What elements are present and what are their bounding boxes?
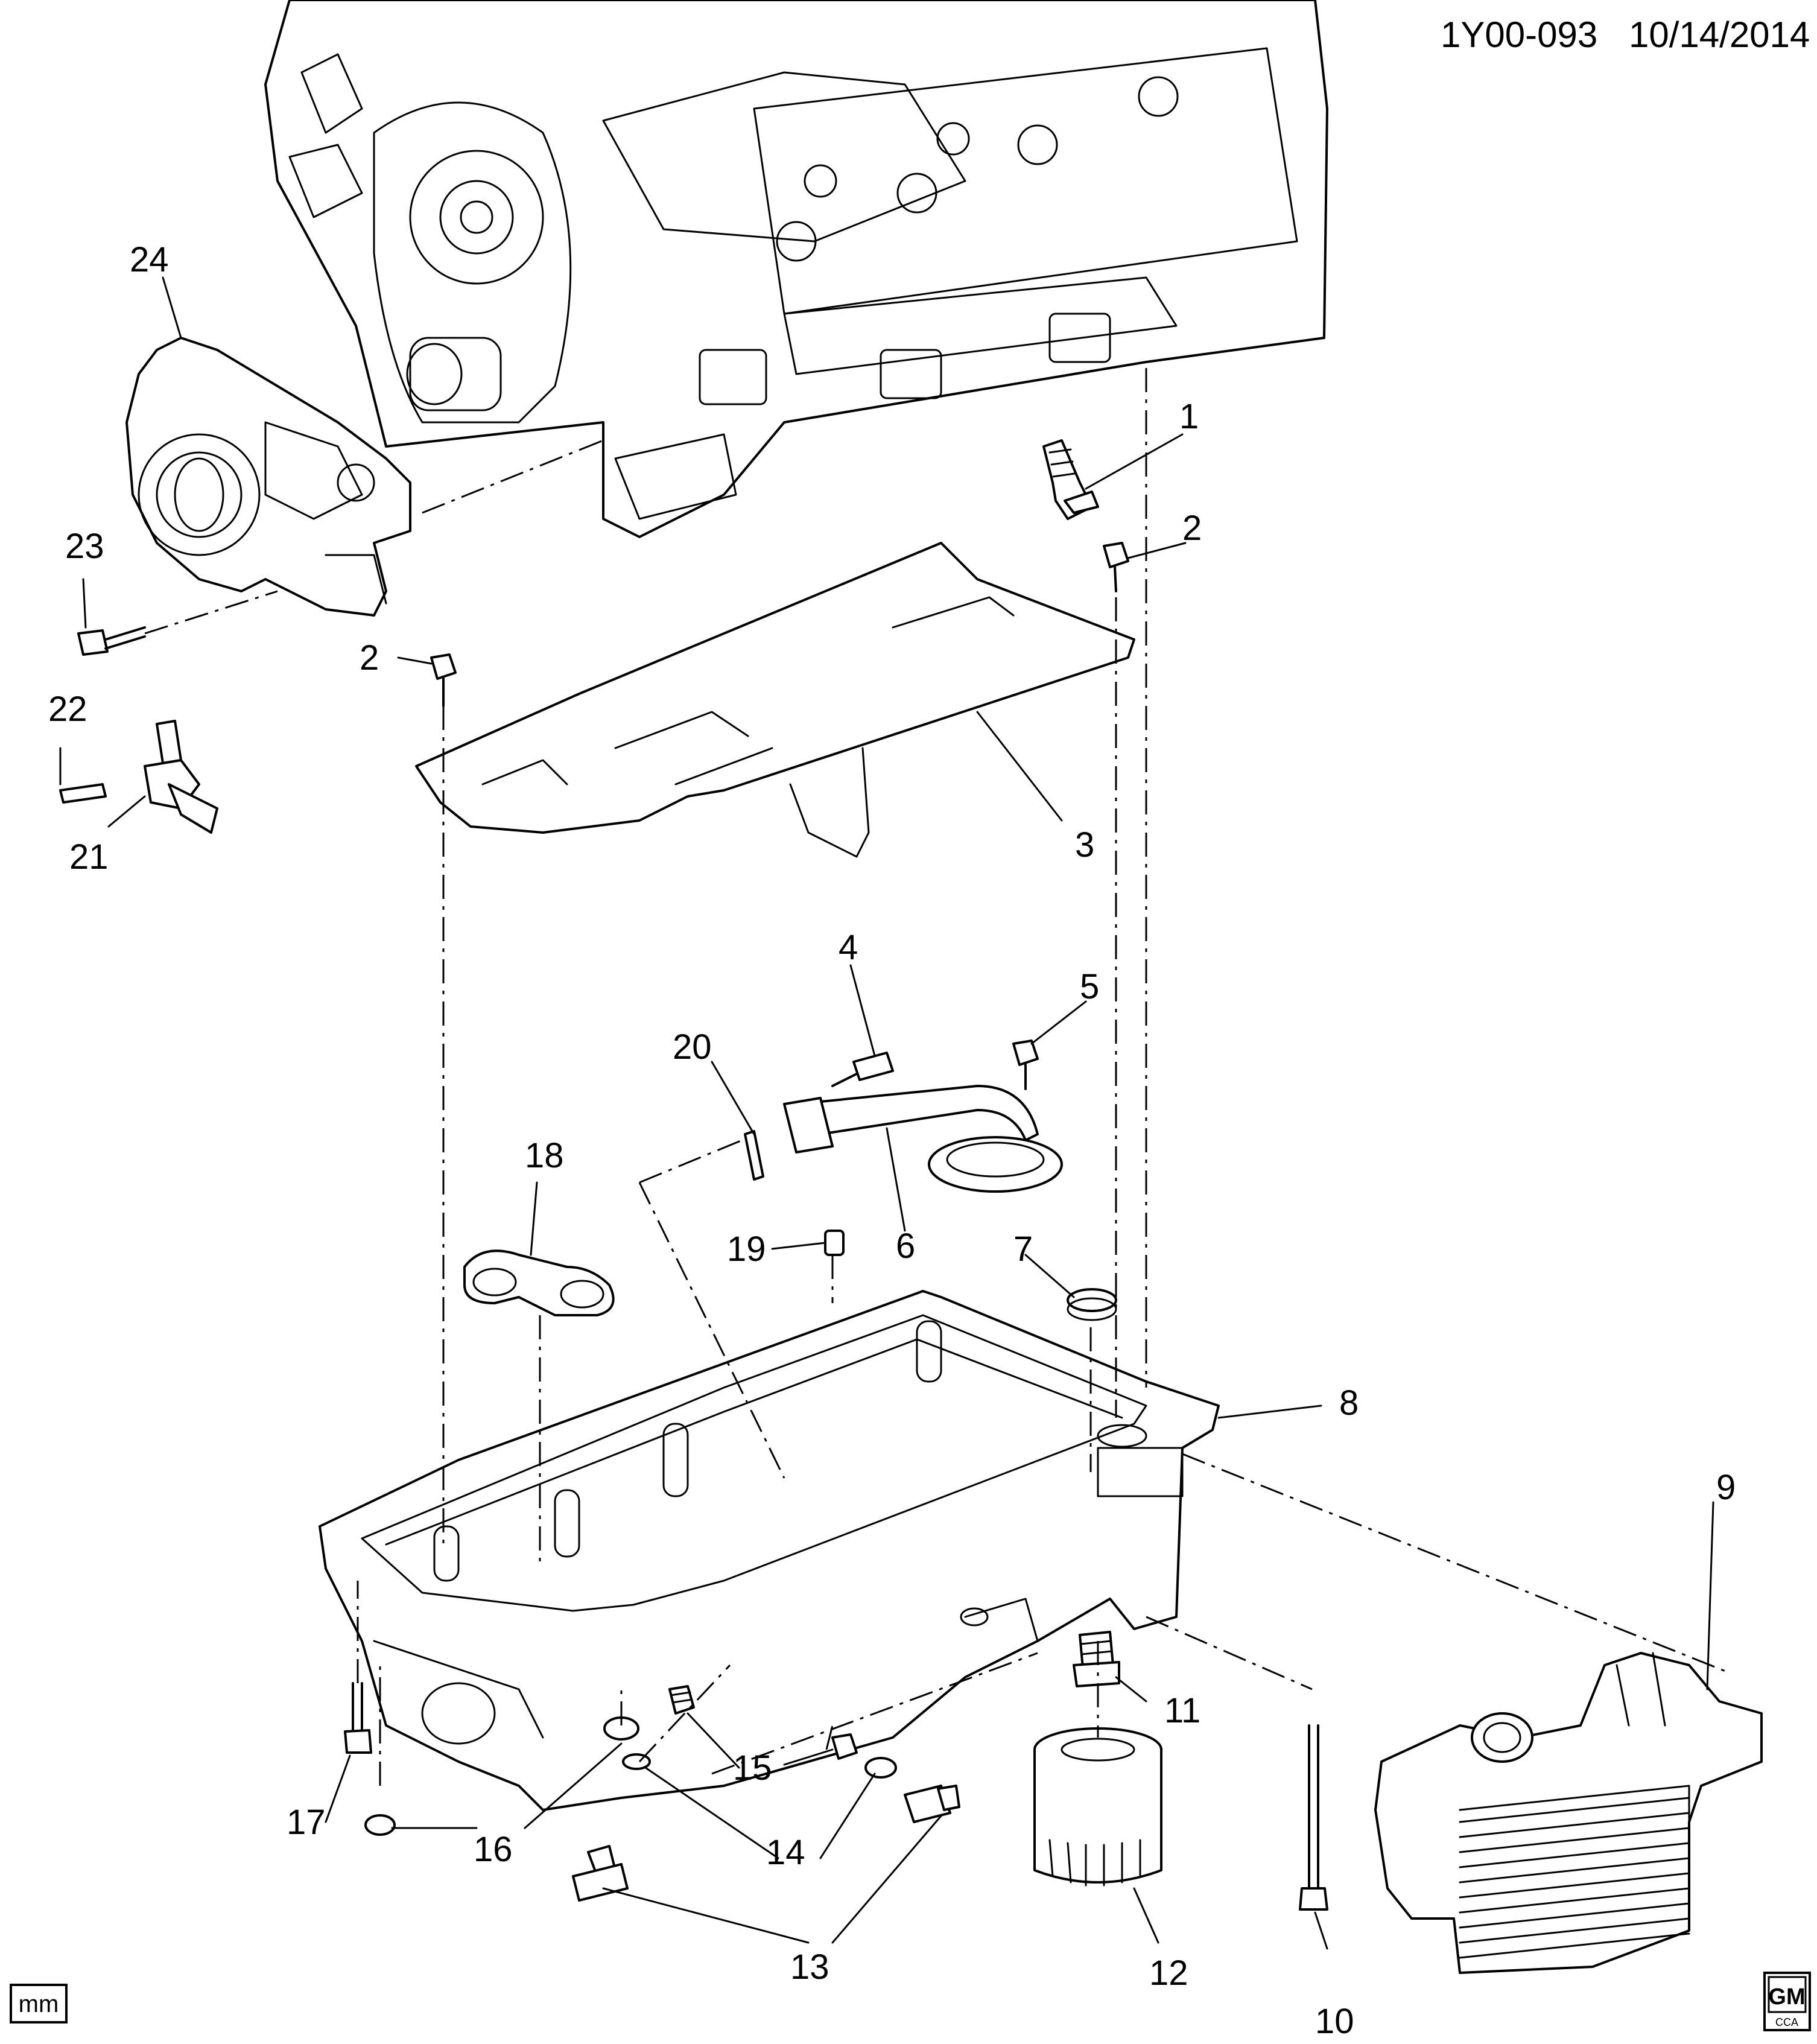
pickup-gasket [463,1249,615,1316]
bolt-23 [77,626,146,656]
bolt-4 [831,1052,894,1087]
callout-13: 13 [790,1947,829,1987]
drain-plug-left [572,1845,629,1902]
callout-12: 12 [1149,1954,1188,1993]
pin-20 [744,1130,764,1181]
leader-lines [59,276,1714,1950]
filter-adapter [1073,1631,1120,1687]
oil-pan-baffle [415,542,1135,858]
oil-pressure-sensor [1042,439,1099,520]
callout-10: 10 [1315,2002,1354,2041]
callout-7: 7 [1013,1230,1033,1269]
unit-badge-text: mm [19,1991,59,2017]
oil-cooler [1374,1652,1763,1974]
callout-9: 9 [1716,1468,1736,1507]
callout-2-left: 2 [360,638,379,678]
oil-filter [1033,1727,1162,1887]
callout-15: 15 [733,1748,772,1788]
callout-4: 4 [839,928,858,967]
callout-16: 16 [474,1830,513,1869]
washer-14-right [864,1757,897,1779]
callout-1: 1 [1179,397,1199,436]
bolt-2-left [430,653,457,707]
spring-15-right [831,1733,858,1760]
bolt-2-right [1103,542,1129,592]
bolt-17 [344,1682,372,1754]
callout-5: 5 [1080,967,1099,1006]
diagram-ref-code: 1Y00-093 [1441,14,1597,55]
callout-23: 23 [65,527,104,566]
unit-badge: mm [10,1984,68,2023]
callout-8: 8 [1339,1383,1359,1423]
drain-plug-right [904,1785,960,1823]
callout-22: 22 [48,690,87,729]
plug-16-left [364,1814,396,1836]
dowel-19 [824,1230,845,1256]
spring-15-left [668,1685,695,1715]
callout-11: 11 [1164,1691,1200,1730]
oil-pump [125,337,411,617]
callout-3: 3 [1075,825,1094,865]
oil-pump-valve [144,720,218,834]
oil-pickup-tube [783,1085,1063,1193]
callouts: 1 2 2 3 4 5 6 7 8 9 10 11 12 13 14 15 16… [48,240,1736,2041]
callout-2-right: 2 [1182,509,1202,548]
assembly-lines [144,368,1726,1786]
callout-20: 20 [673,1027,712,1067]
callout-14: 14 [766,1833,805,1872]
oil-pan [319,1290,1220,1811]
callout-21: 21 [69,837,109,877]
gm-logo: GM CCA [1763,1972,1811,2031]
washer-14-left [622,1753,651,1770]
engine-block [264,0,1328,538]
clip-22 [59,783,107,804]
callout-19: 19 [727,1230,766,1269]
callout-24: 24 [130,240,169,279]
gm-logo-subtext: CCA [1775,2016,1798,2028]
diagram-date: 10/14/2014 [1629,14,1810,55]
seal-7 [1067,1288,1117,1321]
callout-18: 18 [525,1136,564,1175]
callout-6: 6 [896,1227,915,1266]
gm-logo-text: GM [1768,1984,1805,2010]
callout-17: 17 [287,1803,326,1842]
bolt-10 [1299,1724,1328,1911]
